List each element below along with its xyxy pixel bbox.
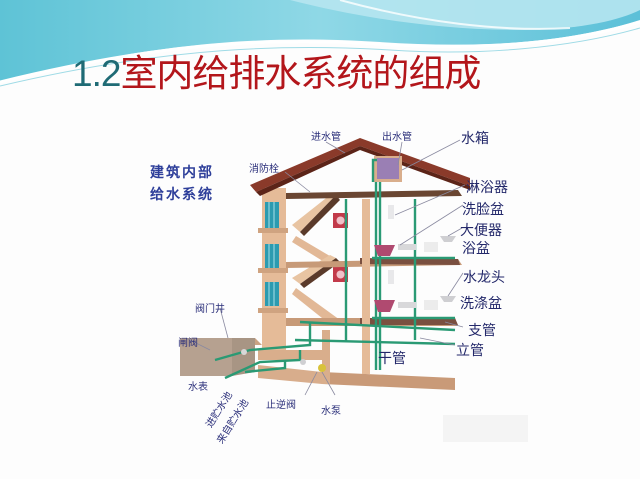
title-text: 室内给排水系统的组成 bbox=[120, 52, 481, 95]
label-water-pump: 水泵 bbox=[321, 406, 341, 417]
title-number: 1.2 bbox=[72, 53, 121, 94]
label-check-valve: 止逆阀 bbox=[266, 400, 296, 411]
side-caption: 建筑内部 给水系统 bbox=[150, 162, 214, 206]
label-main-pipe: 干管 bbox=[378, 351, 406, 367]
label-riser-pipe: 立管 bbox=[456, 343, 484, 359]
watermark-placeholder bbox=[443, 415, 528, 442]
label-sink: 洗涤盆 bbox=[460, 296, 502, 312]
header-wave-decoration bbox=[0, 0, 640, 120]
label-branch-pipe: 支管 bbox=[468, 323, 496, 339]
label-outlet-pipe: 出水管 bbox=[382, 132, 412, 143]
label-bathtub: 浴盆 bbox=[462, 241, 490, 257]
label-fire-hydrant: 消防栓 bbox=[249, 164, 279, 175]
label-inlet-pipe: 进水管 bbox=[311, 132, 341, 143]
label-faucet: 水龙头 bbox=[463, 270, 505, 286]
label-shower: 淋浴器 bbox=[466, 180, 508, 196]
side-caption-line-1: 建筑内部 bbox=[150, 165, 214, 181]
label-water-meter: 水表 bbox=[188, 382, 208, 393]
label-water-tank: 水箱 bbox=[461, 131, 489, 147]
label-wash-basin: 洗脸盆 bbox=[462, 202, 504, 218]
label-toilet: 大便器 bbox=[460, 223, 502, 239]
slide-title: 1.2室内给排水系统的组成 bbox=[72, 52, 481, 96]
label-gate-valve: 闸阀 bbox=[178, 338, 198, 349]
side-caption-line-2: 给水系统 bbox=[150, 187, 214, 203]
label-valve-well: 阀门井 bbox=[195, 304, 225, 315]
